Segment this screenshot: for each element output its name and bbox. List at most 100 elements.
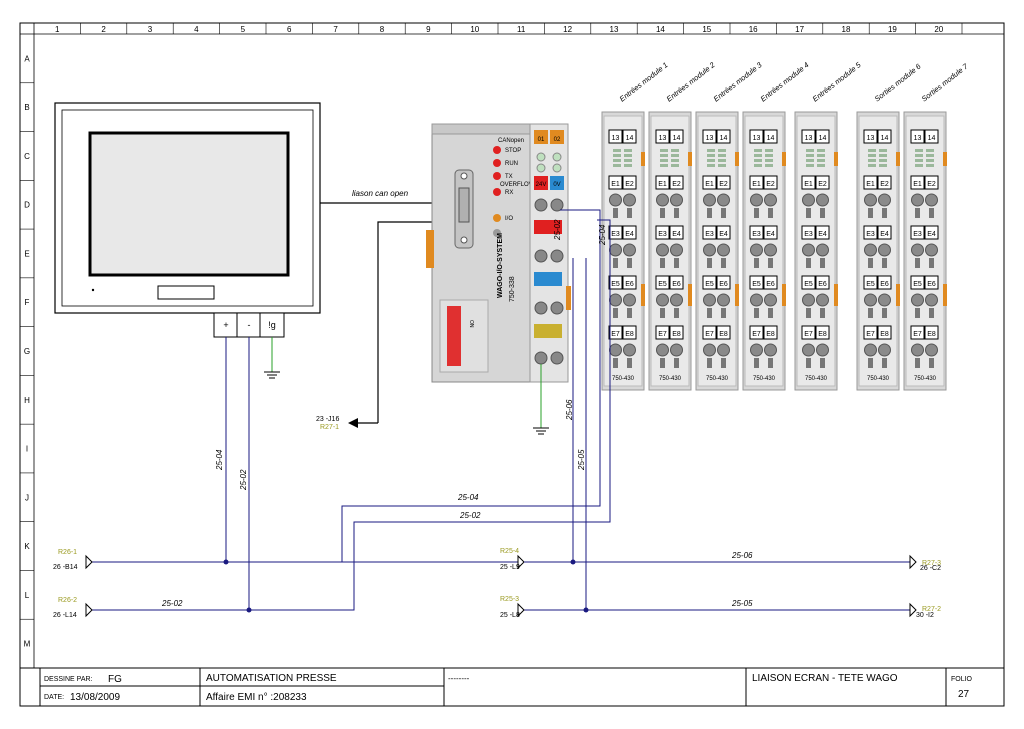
- hmi-screen: + - !g: [54, 102, 321, 338]
- grid-row-label: K: [24, 542, 30, 551]
- grid-row-label: H: [24, 396, 30, 405]
- dip-switch-icon: [447, 306, 461, 366]
- svg-text:13: 13: [914, 135, 922, 142]
- grid-col-label: 10: [470, 25, 479, 34]
- dip-label: ON: [468, 320, 474, 328]
- wiring: [92, 209, 910, 611]
- junction-dot: [583, 607, 589, 613]
- svg-text:26 -C2: 26 -C2: [920, 565, 941, 572]
- system-name: WAGO-I/O-SYSTEM: [497, 233, 504, 298]
- grid-col-label: 5: [241, 25, 246, 34]
- arrow-ref-code: R27-1: [320, 424, 339, 431]
- svg-text:13: 13: [753, 135, 761, 142]
- module-part-number: 750-430: [706, 376, 729, 382]
- svg-text:E8: E8: [719, 331, 728, 338]
- module-part-number: 750-430: [805, 376, 828, 382]
- svg-text:E7: E7: [752, 331, 761, 338]
- title-blank: --------: [448, 674, 470, 683]
- drawing-title: LIAISON ECRAN - TETE WAGO: [752, 673, 898, 684]
- svg-text:14: 14: [819, 135, 827, 142]
- grid-col-label: 7: [333, 25, 338, 34]
- module-part-number: 750-430: [612, 376, 635, 382]
- svg-text:E6: E6: [719, 281, 728, 288]
- svg-text:E1: E1: [658, 181, 667, 188]
- svg-text:E8: E8: [625, 331, 634, 338]
- sheet-frame: [19, 22, 1005, 707]
- led-overflow-label: OVERFLOW: [500, 182, 535, 188]
- connector-r27-2: R27-2 30 -I2: [909, 602, 941, 619]
- led-run-label: RUN: [505, 161, 518, 167]
- wire-label-25-04-h: 25-04: [457, 493, 479, 502]
- grid-row-label: E: [24, 249, 29, 258]
- svg-text:E3: E3: [705, 231, 714, 238]
- supply-0v: 0V: [553, 182, 560, 188]
- grid-col-label: 4: [194, 25, 199, 34]
- svg-text:E1: E1: [611, 181, 620, 188]
- grid-col-label: 9: [426, 25, 431, 34]
- module-name: Entrées module 1: [618, 60, 670, 103]
- screen-ground-icon: [264, 337, 280, 379]
- svg-text:E5: E5: [658, 281, 667, 288]
- svg-text:E1: E1: [705, 181, 714, 188]
- led-rx-label: RX: [505, 190, 513, 196]
- grid-row-label: F: [25, 298, 30, 307]
- connector-r26-1: R26-1 26 -B14: [53, 549, 93, 571]
- wire-25-04-route: [341, 209, 601, 562]
- wire-label-25-02-bottom: 25-02: [161, 599, 183, 608]
- drawn-by-label: DESSINE PAR:: [44, 676, 93, 683]
- connector-r26-2: R26-2 26 -L14: [53, 597, 93, 619]
- module-part-number: 750-430: [659, 376, 682, 382]
- svg-text:E3: E3: [611, 231, 620, 238]
- grid-col-label: 19: [888, 25, 897, 34]
- led-tx-label: TX: [505, 174, 513, 180]
- connector-r25-4: R25-4 25 -L9: [500, 548, 525, 571]
- svg-text:14: 14: [720, 135, 728, 142]
- led-stop-label: STOP: [505, 148, 521, 154]
- date-label: DATE:: [44, 694, 64, 701]
- grid-col-label: 3: [148, 25, 153, 34]
- wago-coupler: ON CANopen STOP RUN TX OVERFLOW RX I/O W…: [426, 123, 571, 383]
- terminal-ground: !g: [268, 320, 276, 330]
- grid-col-label: 14: [656, 25, 665, 34]
- wire-label-25-04: 25-04: [215, 449, 224, 471]
- svg-text:13: 13: [805, 135, 813, 142]
- terminal-minus: -: [248, 320, 251, 330]
- grid-col-label: 18: [842, 25, 851, 34]
- svg-text:14: 14: [928, 135, 936, 142]
- grid-col-label: 17: [795, 25, 804, 34]
- grid-row-label: D: [24, 201, 30, 210]
- svg-text:E1: E1: [866, 181, 875, 188]
- svg-text:E1: E1: [804, 181, 813, 188]
- svg-text:R25-3: R25-3: [500, 596, 519, 603]
- svg-text:14: 14: [881, 135, 889, 142]
- svg-text:E8: E8: [927, 331, 936, 338]
- grid-col-label: 13: [610, 25, 619, 34]
- svg-text:E5: E5: [611, 281, 620, 288]
- grid-col-label: 20: [934, 25, 943, 34]
- svg-text:E7: E7: [611, 331, 620, 338]
- svg-text:E4: E4: [766, 231, 775, 238]
- supply-ground-icon: [533, 364, 549, 435]
- svg-text:E6: E6: [766, 281, 775, 288]
- wire-label-25-02-h: 25-02: [459, 511, 481, 520]
- svg-text:E2: E2: [766, 181, 775, 188]
- svg-text:E6: E6: [672, 281, 681, 288]
- svg-text:E2: E2: [818, 181, 827, 188]
- arrow-left-icon: [348, 418, 358, 428]
- svg-text:E7: E7: [705, 331, 714, 338]
- grid-row-label: M: [24, 640, 31, 649]
- module-part-number: 750-430: [914, 376, 937, 382]
- module-name: Sorties module 6: [873, 61, 924, 103]
- wire-label-25-05-out: 25-05: [731, 599, 753, 608]
- supply-24v: 24V: [536, 182, 547, 188]
- svg-text:E3: E3: [913, 231, 922, 238]
- svg-text:E5: E5: [705, 281, 714, 288]
- module-name: Entrées module 2: [665, 60, 718, 104]
- svg-text:13: 13: [659, 135, 667, 142]
- drawn-by: FG: [108, 674, 122, 685]
